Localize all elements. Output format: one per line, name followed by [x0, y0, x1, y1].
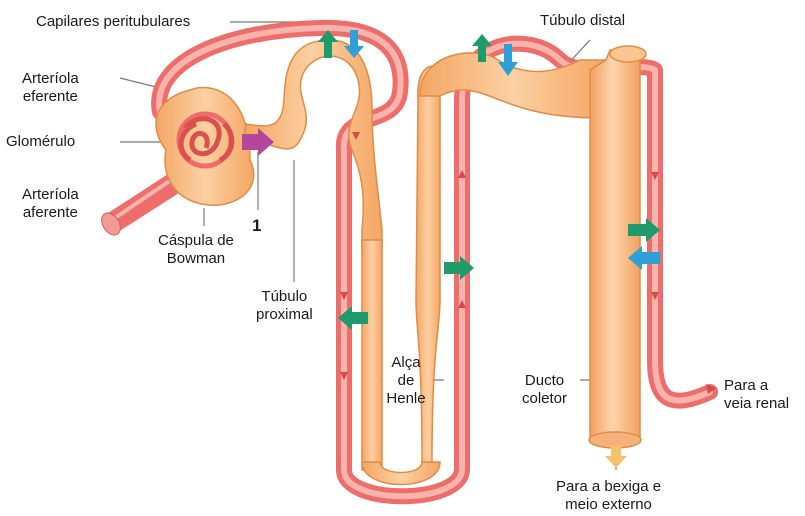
label-tubulo-proximal-line1: Túbulo — [256, 288, 313, 306]
collecting-duct — [589, 46, 646, 448]
label-arteriola-aferente-line1: Arteríola — [22, 186, 79, 204]
label-tubulo-distal: Túbulo distal — [540, 12, 625, 30]
label-bexiga-line2: meio externo — [556, 496, 661, 514]
nephron-tubule — [244, 40, 606, 485]
label-capsula-line2: Bowman — [158, 250, 234, 268]
label-arteriola-aferente-line2: aferente — [22, 204, 79, 222]
label-ducto-line1: Ducto — [522, 372, 567, 390]
label-capsula-line1: Cáspula de — [158, 232, 234, 250]
label-veia-renal: Para a veia renal — [724, 377, 789, 413]
label-alca-line3: Henle — [384, 390, 428, 408]
label-bexiga: Para a bexiga e meio externo — [556, 478, 661, 514]
label-arteriola-eferente-line2: eferente — [22, 88, 79, 106]
label-ducto-coletor: Ducto coletor — [522, 372, 567, 408]
label-alca-line2: de — [384, 372, 428, 390]
label-arteriola-eferente-line1: Arteríola — [22, 70, 79, 88]
label-bexiga-line1: Para a bexiga e — [556, 478, 661, 496]
label-tubulo-proximal: Túbulo proximal — [256, 288, 313, 324]
label-number-1: 1 — [252, 216, 261, 236]
label-arteriola-aferente: Arteríola aferente — [22, 186, 79, 222]
label-ducto-line2: coletor — [522, 390, 567, 408]
label-glomerulo: Glomérulo — [6, 133, 75, 151]
label-capilares: Capilares peritubulares — [36, 13, 190, 31]
label-capsula-bowman: Cáspula de Bowman — [158, 232, 234, 268]
label-veia-line1: Para a — [724, 377, 789, 395]
label-tubulo-proximal-line2: proximal — [256, 306, 313, 324]
label-alca-line1: Alça — [384, 354, 428, 372]
label-arteriola-eferente: Arteríola eferente — [22, 70, 79, 106]
label-alca-henle: Alça de Henle — [384, 354, 428, 408]
label-veia-line2: veia renal — [724, 395, 789, 413]
yellow-arrow-down — [605, 446, 627, 468]
